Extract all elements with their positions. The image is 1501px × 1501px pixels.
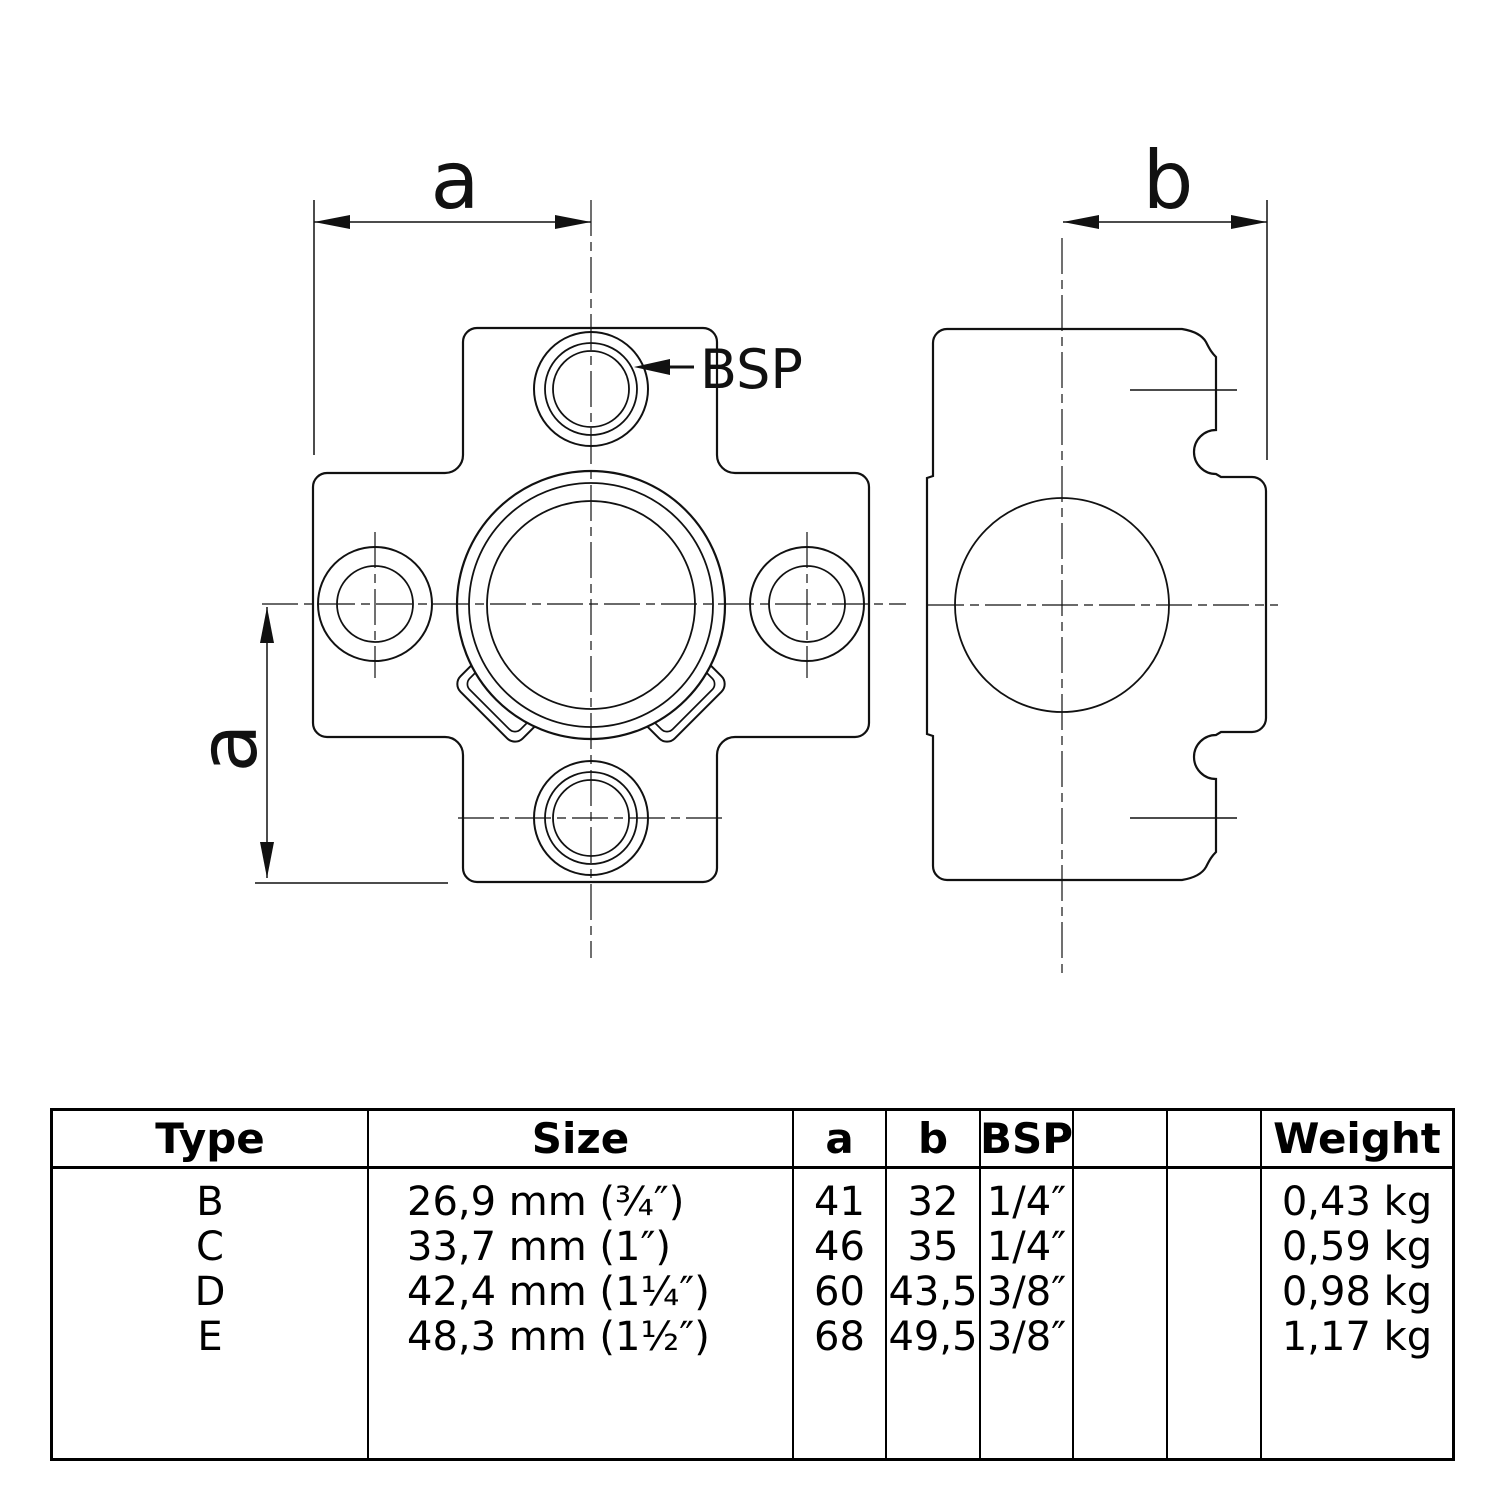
table-row-b: 43,5 — [887, 1269, 981, 1314]
dim-a-top-label: a — [430, 134, 479, 227]
pipe-cross-technical-drawing: a a BSP — [182, 134, 1278, 975]
specification-table: Type Size a b BSP Weight B 26,9 mm (¾″) … — [50, 1108, 1455, 1461]
dimension-b — [1063, 200, 1268, 460]
table-filler-cell — [1262, 1359, 1452, 1458]
table-row-empty-2 — [1168, 1269, 1262, 1314]
table-row-type: B — [53, 1169, 369, 1224]
header-weight: Weight — [1262, 1111, 1452, 1169]
header-b: b — [887, 1111, 981, 1169]
table-filler-cell — [981, 1359, 1074, 1458]
table-row-weight: 0,98 kg — [1281, 1268, 1433, 1315]
dim-a-left-label: a — [182, 723, 275, 772]
table-row-size: 26,9 mm (¾″) — [369, 1169, 794, 1224]
dimension-a-left — [255, 607, 448, 884]
header-empty-2 — [1168, 1111, 1262, 1169]
table-row-bsp: 1/4″ — [981, 1169, 1074, 1224]
table-row-b: 49,5 — [887, 1314, 981, 1359]
bsp-label: BSP — [700, 338, 803, 401]
table-filler-cell — [1074, 1359, 1168, 1458]
table-row-empty-2 — [1168, 1169, 1262, 1224]
table-row-weight: 1,17 kg — [1281, 1313, 1433, 1360]
table-row-bsp: 3/8″ — [981, 1269, 1074, 1314]
table-row-type: D — [53, 1269, 369, 1314]
table-row-empty-1 — [1074, 1169, 1168, 1224]
table-row-a: 46 — [794, 1224, 887, 1269]
table-row-empty-1 — [1074, 1314, 1168, 1359]
table-row-bsp: 1/4″ — [981, 1224, 1074, 1269]
table-row-type: C — [53, 1224, 369, 1269]
table-row-a: 60 — [794, 1269, 887, 1314]
table-filler-cell — [887, 1359, 981, 1458]
front-view — [255, 200, 906, 958]
table-filler-cell — [794, 1359, 887, 1458]
dim-b-label: b — [1143, 134, 1194, 227]
table-row-a: 41 — [794, 1169, 887, 1224]
table-filler-cell — [369, 1359, 794, 1458]
front-centerlines — [262, 200, 906, 958]
table-row-weight: 0,59 kg — [1281, 1223, 1433, 1270]
header-a: a — [794, 1111, 887, 1169]
table-row-empty-1 — [1074, 1269, 1168, 1314]
table-filler-cell — [53, 1359, 369, 1458]
table-row-empty-2 — [1168, 1314, 1262, 1359]
table-filler-cell — [1168, 1359, 1262, 1458]
table-row-size: 42,4 mm (1¼″) — [369, 1269, 794, 1314]
side-centerlines — [928, 238, 1278, 975]
table-row-empty-2 — [1168, 1224, 1262, 1269]
table-row-weight: 0,43 kg — [1281, 1178, 1433, 1225]
dimension-a-top — [313, 200, 591, 455]
header-bsp: BSP — [980, 1111, 1074, 1169]
side-hole-center-marks — [1130, 389, 1237, 819]
table-row-empty-1 — [1074, 1224, 1168, 1269]
table-row-b: 35 — [887, 1224, 981, 1269]
table-row-size: 48,3 mm (1½″) — [369, 1314, 794, 1359]
header-type: Type — [53, 1111, 369, 1169]
bsp-leader-arrow — [634, 359, 694, 375]
table-row-a: 68 — [794, 1314, 887, 1359]
side-body-outline — [925, 327, 1268, 882]
header-size: Size — [369, 1111, 794, 1169]
table-row-type: E — [53, 1314, 369, 1359]
table-row-b: 32 — [887, 1169, 981, 1224]
table-row-bsp: 3/8″ — [981, 1314, 1074, 1359]
side-view — [925, 200, 1278, 975]
header-empty-1 — [1074, 1111, 1168, 1169]
table-row-size: 33,7 mm (1″) — [369, 1224, 794, 1269]
